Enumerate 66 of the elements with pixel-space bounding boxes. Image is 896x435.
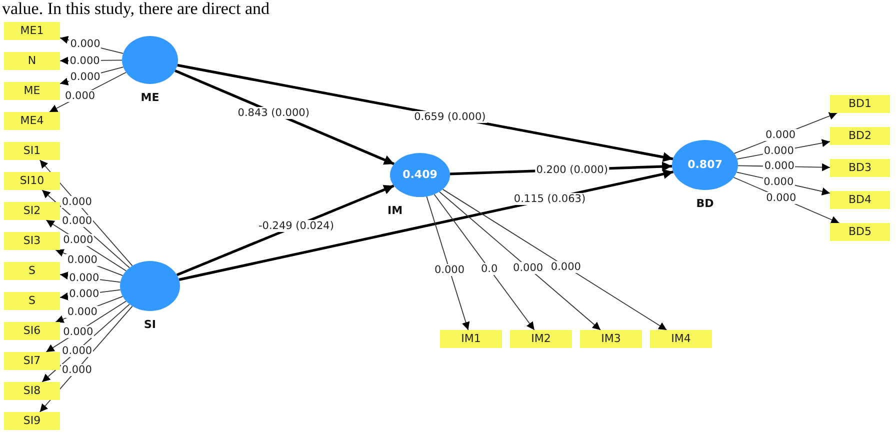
edge-label: 0.000 <box>764 129 797 142</box>
arrow <box>177 64 674 162</box>
indicator-label: ME <box>4 82 60 100</box>
indicator-label: SI3 <box>4 232 60 250</box>
arrow <box>439 191 601 330</box>
r-squared-value: 0.409 <box>402 168 438 181</box>
indicator-label: SI2 <box>4 202 60 220</box>
edge-label: 0.000 <box>512 262 544 274</box>
arrow <box>178 169 674 281</box>
edge-label: 0.000 <box>69 38 102 50</box>
edge-label: 0.000 <box>66 254 98 266</box>
indicator-label: SI6 <box>4 322 60 340</box>
edge-label: 0.000 <box>765 192 798 204</box>
indicator-label: BD3 <box>830 159 890 177</box>
indicator-label: ME4 <box>4 112 60 130</box>
indicator-label: SI1 <box>4 142 60 160</box>
edge-label: -0.249 (0.024) <box>257 220 335 232</box>
edge-label: 0.200 (0.000) <box>535 164 609 176</box>
indicator-label: BD2 <box>830 127 890 145</box>
edge-label: 0.000 <box>64 90 96 102</box>
edge-label: 0.000 <box>550 260 582 273</box>
indicator-label: SI10 <box>4 172 60 190</box>
indicator-label: SI9 <box>4 412 60 430</box>
edge-label: 0.000 <box>60 364 93 376</box>
edge-label: 0.000 <box>69 70 102 83</box>
indicator-label: BD5 <box>830 223 890 241</box>
arrow <box>176 184 394 276</box>
indicator-label: BD4 <box>830 191 890 209</box>
indicator-label: SI7 <box>4 352 60 370</box>
indicator-label: N <box>4 52 60 70</box>
arrow <box>174 69 395 166</box>
construct-name: SI <box>144 318 156 331</box>
edge-label: 0.000 <box>61 215 94 228</box>
indicator-label: IM1 <box>440 330 502 348</box>
construct-name: IM <box>387 204 403 217</box>
edge-label: 0.000 <box>61 344 94 357</box>
construct-name: BD <box>696 197 714 210</box>
text-fragment: value. In this study, there are direct and <box>2 0 270 18</box>
edge-label: 0.115 (0.063) <box>512 192 587 205</box>
r-squared-value: 0.807 <box>686 158 724 171</box>
arrow <box>442 188 668 330</box>
edge-label: 0.000 <box>60 196 93 208</box>
edge-label: 0.000 <box>68 54 101 67</box>
edge-label: 0.000 <box>762 176 795 188</box>
edge-label: 0.000 <box>62 234 94 246</box>
arrow <box>434 194 535 330</box>
edge-label: 0.843 (0.000) <box>236 106 310 119</box>
indicator-label: BD1 <box>830 95 890 113</box>
arrow <box>426 196 470 330</box>
edge-label: 0.000 <box>68 288 100 300</box>
indicator-label: S <box>4 292 60 310</box>
edge-label: 0.000 <box>433 264 466 276</box>
indicator-label: IM2 <box>510 330 572 348</box>
indicator-label: S <box>4 262 60 280</box>
edge-label: 0.000 <box>66 306 98 318</box>
edge-label: 0.000 <box>763 160 796 172</box>
edge-label: 0.000 <box>68 272 100 284</box>
indicator-label: IM4 <box>650 330 712 348</box>
indicator-label: IM3 <box>580 330 642 348</box>
indicator-label: ME1 <box>4 22 60 40</box>
indicator-label: SI8 <box>4 382 60 400</box>
edge-label: 0.0 <box>480 262 499 275</box>
edge-label: 0.000 <box>62 326 94 338</box>
edge-label: 0.659 (0.000) <box>413 110 487 123</box>
construct-name: ME <box>140 91 160 104</box>
edge-label: 0.000 <box>762 145 795 158</box>
